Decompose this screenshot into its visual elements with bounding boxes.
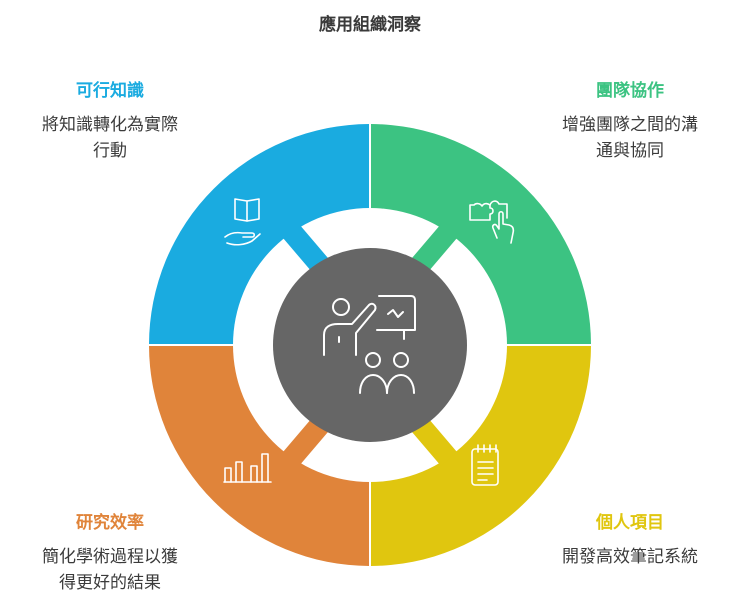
description-line: 增強團隊之間的溝 [562, 115, 698, 135]
section-heading: 研究效率 [76, 513, 144, 533]
section-top-right: 團隊協作 增強團隊之間的溝 通與協同 [520, 76, 740, 164]
description-line: 得更好的結果 [59, 573, 161, 593]
section-top-left: 可行知識 將知識轉化為實際 行動 [0, 76, 220, 164]
description-line: 將知識轉化為實際 [42, 115, 178, 135]
description-line: 簡化學術過程以獲 [42, 547, 178, 567]
bar-chart-icon [223, 453, 272, 483]
description-line: 行動 [93, 141, 127, 161]
center-circle [273, 248, 467, 442]
presentation-audience-icon [323, 295, 416, 394]
section-bottom-left: 研究效率 簡化學術過程以獲 得更好的結果 [0, 508, 220, 596]
section-description: 簡化學術過程以獲 得更好的結果 [0, 544, 220, 596]
section-heading: 團隊協作 [596, 81, 664, 101]
section-description: 開發高效筆記系統 [520, 544, 740, 570]
description-line: 開發高效筆記系統 [562, 547, 698, 567]
description-line: 通與協同 [596, 141, 664, 161]
diagram-title: 應用組織洞察 [319, 15, 421, 35]
section-bottom-right: 個人項目 開發高效筆記系統 [520, 508, 740, 570]
section-description: 將知識轉化為實際 行動 [0, 112, 220, 164]
book-in-hand-icon [224, 198, 261, 246]
notepad-icon [471, 444, 499, 486]
section-description: 增強團隊之間的溝 通與協同 [520, 112, 740, 164]
puzzle-hand-icon [469, 200, 515, 244]
section-heading: 可行知識 [76, 81, 144, 101]
section-heading: 個人項目 [596, 513, 664, 533]
